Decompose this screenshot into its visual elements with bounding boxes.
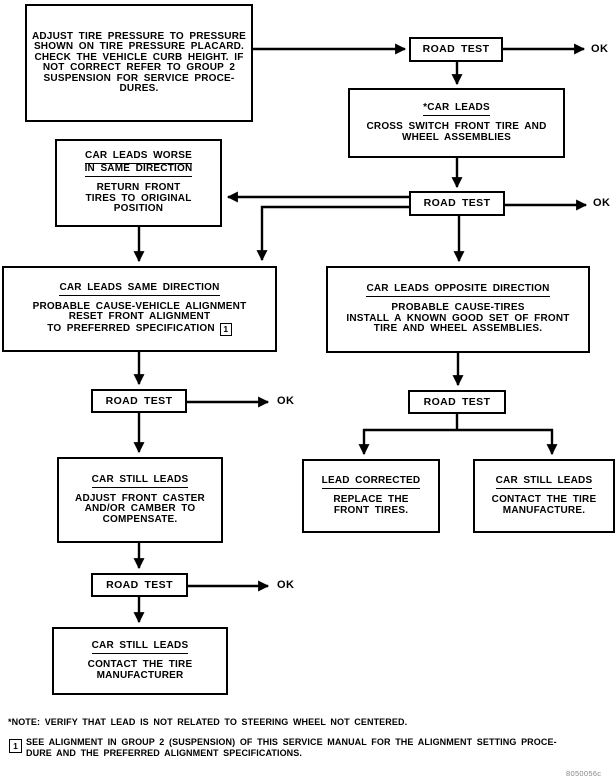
box-title: IN SAME DIRECTION: [84, 164, 193, 178]
box-road-test-4: ROAD TEST: [91, 573, 188, 597]
text-line: REPLACE THE: [333, 494, 409, 505]
box-title: CAR LEADS OPPOSITE DIRECTION: [366, 284, 550, 298]
text-line: TIRE AND WHEEL ASSEMBLIES.: [373, 323, 543, 335]
box-road-test-2: ROAD TEST: [409, 191, 505, 216]
box-road-test-1: ROAD TEST: [409, 37, 503, 62]
footnote-line: DURE AND THE PREFERRED ALIGNMENT SPECIFI…: [26, 747, 302, 758]
text-line: PROBABLE CAUSE-TIRES: [391, 302, 525, 314]
box-title: CAR STILL LEADS: [495, 475, 593, 489]
road-test-label: ROAD TEST: [423, 395, 491, 408]
text-line: MANUFACTURER: [96, 669, 184, 681]
text-line: INSTALL A KNOWN GOOD SET OF FRONT: [346, 312, 570, 324]
text-line: CONTACT THE TIRE: [87, 659, 193, 670]
ok-label-2: OK: [593, 197, 611, 209]
text-line: SHOWN ON TIRE PRESSURE PLACARD.: [33, 41, 245, 52]
ok-label-1: OK: [591, 43, 609, 55]
box-car-still-leads-right: CAR STILL LEADS CONTACT THE TIRE MANUFAC…: [473, 459, 615, 533]
box-car-leads-worse: CAR LEADS WORSE IN SAME DIRECTION RETURN…: [55, 139, 222, 227]
text-line: ADJUST TIRE PRESSURE TO PRESSURE: [31, 30, 247, 42]
box-title: LEAD CORRECTED: [321, 475, 421, 489]
text-line: ADJUST FRONT CASTER: [75, 492, 205, 504]
figure-code: 8050056c: [566, 769, 602, 778]
text-line: AND/OR CAMBER TO: [84, 503, 196, 515]
text-line: RETURN FRONT: [96, 182, 181, 194]
text-line: CHECK THE VEHICLE CURB HEIGHT. IF: [34, 51, 244, 63]
box-title: *CAR LEADS: [423, 102, 490, 116]
box-car-leads-same-direction: CAR LEADS SAME DIRECTION PROBABLE CAUSE-…: [2, 266, 277, 352]
footnote-line: SEE ALIGNMENT IN GROUP 2 (SUSPENSION) OF…: [26, 737, 557, 747]
footnote-alignment: SEE ALIGNMENT IN GROUP 2 (SUSPENSION) OF…: [26, 737, 557, 758]
box-title: CAR STILL LEADS: [91, 640, 189, 654]
box-title: CAR LEADS WORSE: [85, 151, 192, 165]
text-line: TIRES TO ORIGINAL: [85, 192, 192, 204]
text-line: POSITION: [113, 203, 164, 215]
road-test-label: ROAD TEST: [105, 394, 173, 407]
box-title: CAR LEADS SAME DIRECTION: [59, 282, 220, 296]
ref-1-marker: 1: [219, 322, 232, 336]
connector-roadtest2-to-carleadssame: [256, 205, 409, 262]
box-car-leads-opposite-direction: CAR LEADS OPPOSITE DIRECTION PROBABLE CA…: [326, 266, 590, 353]
ok-label-4: OK: [277, 579, 295, 591]
box-car-still-leads-left: CAR STILL LEADS ADJUST FRONT CASTER AND/…: [57, 457, 223, 543]
ok-label-3: OK: [277, 395, 295, 407]
text-line: SUSPENSION FOR SERVICE PROCE-: [43, 72, 235, 84]
text-line: COMPENSATE.: [102, 513, 178, 525]
text-line: RESET FRONT ALIGNMENT: [68, 311, 211, 322]
road-test-label: ROAD TEST: [422, 43, 490, 56]
text-line: PROBABLE CAUSE-VEHICLE ALIGNMENT: [32, 300, 247, 312]
box-title: CAR STILL LEADS: [91, 474, 189, 488]
box-car-leads: *CAR LEADS CROSS SWITCH FRONT TIRE AND W…: [348, 88, 565, 158]
text-line: NOT CORRECT REFER TO GROUP 2: [42, 62, 236, 73]
text-line: DURES.: [119, 83, 159, 94]
box-road-test-5: ROAD TEST: [408, 390, 506, 414]
box-adjust-tire-pressure: ADJUST TIRE PRESSURE TO PRESSURE SHOWN O…: [25, 4, 253, 122]
text-line: WHEEL ASSEMBLIES: [401, 131, 512, 143]
text-line: CROSS SWITCH FRONT TIRE AND: [366, 121, 547, 132]
box-lead-corrected: LEAD CORRECTED REPLACE THE FRONT TIRES.: [302, 459, 440, 533]
box-road-test-3: ROAD TEST: [91, 389, 187, 413]
text-line: FRONT TIRES.: [333, 504, 409, 516]
text-line: CONTACT THE TIRE: [491, 494, 597, 505]
road-test-label: ROAD TEST: [423, 197, 491, 210]
footnote-ref-1-marker: 1: [9, 739, 22, 753]
box-car-still-leads-bottom: CAR STILL LEADS CONTACT THE TIRE MANUFAC…: [52, 627, 228, 695]
road-test-label: ROAD TEST: [106, 578, 173, 591]
footnote-note: *NOTE: VERIFY THAT LEAD IS NOT RELATED T…: [8, 717, 408, 727]
text-line: MANUFACTURE.: [502, 504, 586, 516]
text-line: TO PREFERRED SPECIFICATION 1: [47, 322, 232, 336]
